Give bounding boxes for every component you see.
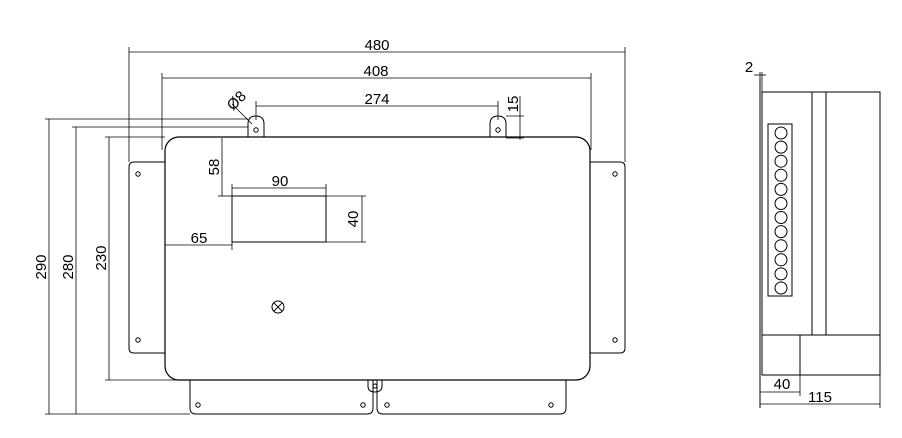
dim-58-label: 58	[206, 159, 223, 176]
main-housing	[164, 136, 591, 381]
indicator-panel	[767, 123, 793, 297]
right-flange-bottom-hole	[612, 337, 618, 343]
left-flange-bottom-hole	[135, 337, 141, 343]
dim-40-side-label: 40	[774, 376, 791, 393]
dimension-274	[255, 101, 499, 120]
dimension-58	[218, 138, 232, 197]
indicator-light	[774, 225, 788, 239]
dim-480-label: 480	[364, 37, 389, 54]
dim-hole-diameter-label: Ø8	[224, 88, 250, 114]
crossed-circle-symbol	[271, 300, 285, 314]
indicator-light	[774, 239, 788, 253]
dimension-40-vertical	[326, 195, 366, 243]
dim-274-label: 274	[364, 91, 389, 108]
dimension-2	[754, 72, 766, 92]
indicator-light	[774, 253, 788, 267]
side-lower-section	[761, 334, 881, 376]
left-flange-top-hole	[135, 171, 141, 177]
hole-diameter-leader	[231, 103, 253, 125]
indicator-light	[774, 126, 788, 140]
side-housing	[761, 91, 881, 336]
front-view: 480 408 274 Ø8 15 58 90 40 65 290 280 23…	[33, 37, 626, 415]
bottom-left-tab-hole-2	[360, 402, 366, 408]
side-lower-tab	[761, 334, 801, 376]
dim-90-label: 90	[272, 173, 289, 190]
dim-15-label: 15	[505, 96, 522, 113]
dim-280-label: 280	[60, 254, 77, 279]
display-window	[231, 195, 327, 243]
dimension-280	[72, 126, 248, 414]
indicator-light	[774, 182, 788, 196]
dim-290-label: 290	[33, 254, 50, 279]
bottom-left-tab-hole-1	[195, 402, 201, 408]
indicator-light	[774, 281, 788, 295]
dimension-230	[105, 136, 190, 381]
right-flange-top-hole	[612, 171, 618, 177]
dimension-115	[760, 375, 881, 408]
indicator-light	[774, 168, 788, 182]
top-right-slot-hole	[495, 127, 501, 133]
dimension-290	[45, 118, 248, 415]
right-mounting-flange	[590, 161, 626, 354]
dim-115-label: 115	[808, 389, 832, 406]
dimension-65	[164, 241, 233, 250]
bottom-slot	[367, 380, 383, 393]
bottom-left-mounting-tab	[189, 380, 374, 415]
dimension-90	[231, 184, 327, 196]
indicator-light	[774, 154, 788, 168]
left-mounting-flange	[128, 161, 165, 354]
bottom-right-mounting-tab	[376, 380, 567, 415]
indicator-lights	[774, 126, 788, 295]
indicator-light	[774, 197, 788, 210]
dimension-480	[128, 47, 626, 162]
dim-2-label: 2	[745, 59, 753, 76]
indicator-light	[774, 267, 788, 281]
dim-40-label: 40	[345, 211, 362, 228]
top-left-slot-hole	[253, 127, 259, 133]
side-view: 2 40 115	[745, 59, 881, 408]
indicator-light	[774, 140, 788, 154]
dim-408-label: 408	[363, 63, 388, 80]
dimension-15	[506, 96, 524, 140]
indicator-light	[774, 211, 788, 224]
bottom-right-tab-hole-1	[384, 402, 390, 408]
bottom-slot-hole	[372, 383, 378, 389]
dim-230-label: 230	[93, 245, 110, 270]
dim-65-label: 65	[191, 230, 208, 247]
bottom-right-tab-hole-2	[548, 402, 554, 408]
dimension-40-side	[760, 375, 801, 396]
